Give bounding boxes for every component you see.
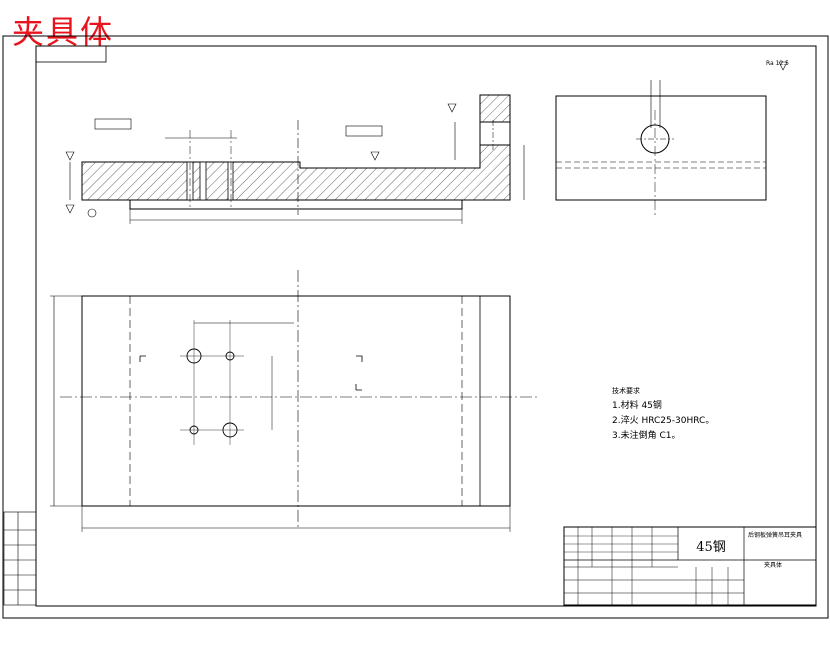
- roughness-note: [778, 61, 788, 71]
- roughness-symbol: Ra 12.5: [766, 60, 789, 67]
- note-item-2: 2.淬火 HRC25-30HRC。: [612, 416, 715, 426]
- material-cell: 45钢: [696, 539, 726, 555]
- note-item-1: 1.材料 45钢: [612, 401, 662, 411]
- title-block: [563, 526, 817, 606]
- drawing-number-box: [35, 45, 107, 63]
- notes-title: 技术要求: [612, 387, 640, 395]
- front-section-view: [65, 94, 525, 224]
- note-item-3: 3.未注倒角 C1。: [612, 431, 681, 441]
- inner-border: [35, 45, 817, 607]
- drawing-heading: 夹具体: [12, 13, 115, 51]
- part-name-cell: 夹具体: [764, 562, 783, 569]
- plan-view: [50, 270, 540, 532]
- outer-border: [2, 35, 829, 619]
- drawing-name-cell: 后钢板弹簧吊耳夹具: [748, 532, 803, 539]
- side-view: [555, 80, 767, 218]
- side-strip-table: [3, 511, 37, 606]
- technical-notes: 技术要求 1.材料 45钢 2.淬火 HRC25-30HRC。 3.未注倒角 C…: [612, 384, 714, 444]
